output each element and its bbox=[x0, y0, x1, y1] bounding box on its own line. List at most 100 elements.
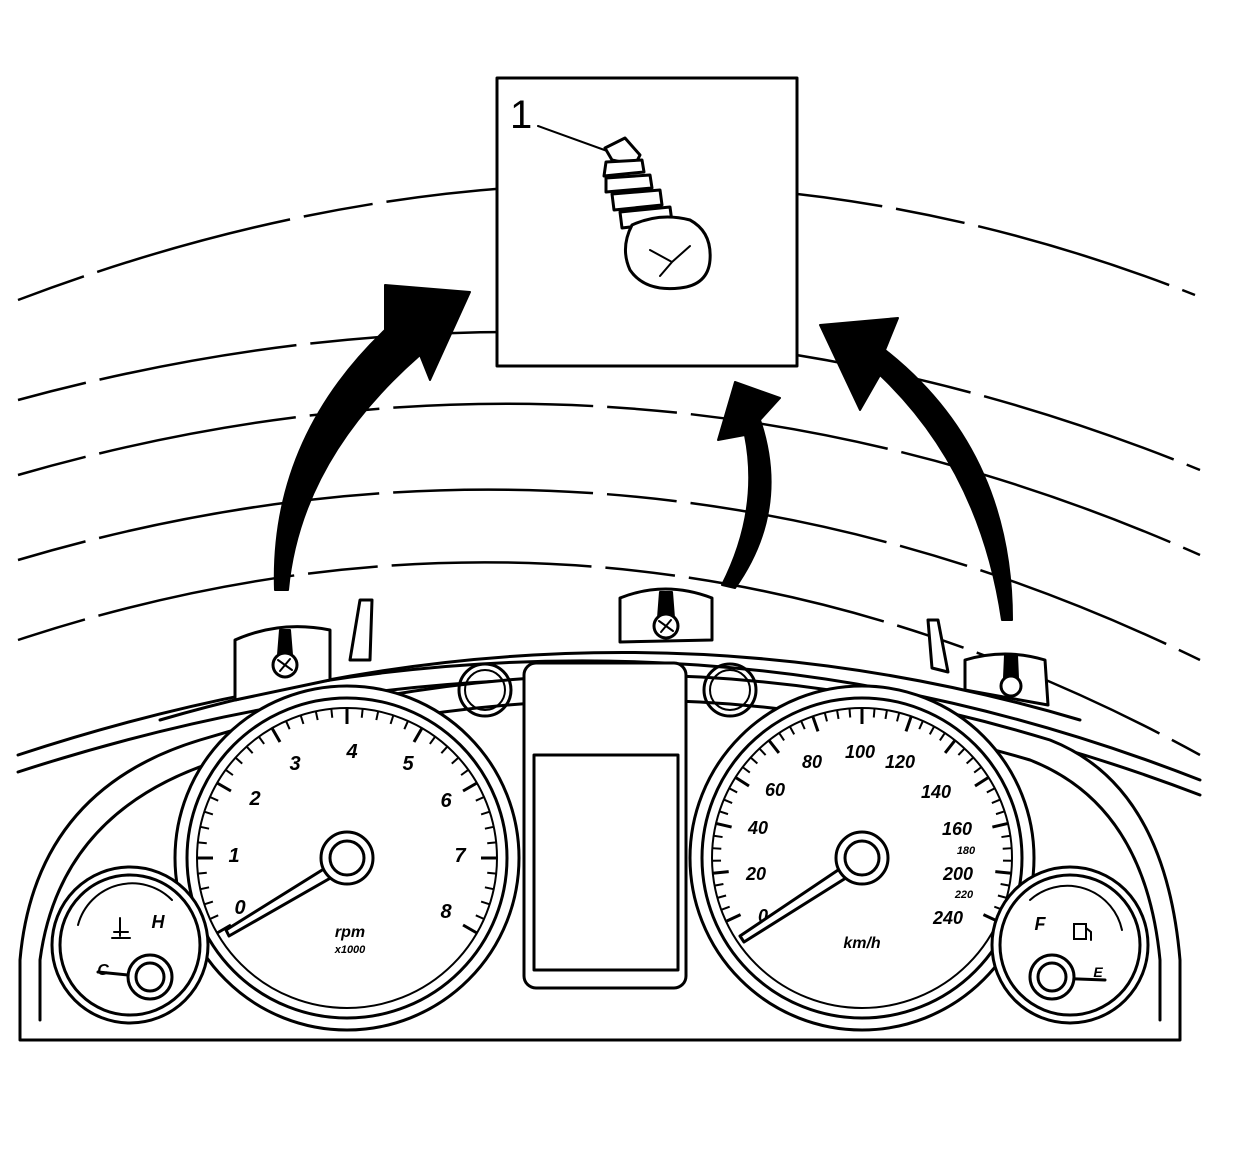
dial-tick bbox=[200, 886, 210, 891]
fuel-empty-label: E bbox=[1093, 964, 1103, 980]
dial-tick bbox=[225, 769, 234, 776]
dial-tick bbox=[462, 923, 478, 935]
tach-needle bbox=[224, 830, 375, 938]
dial-tick bbox=[209, 796, 219, 802]
dial-tick bbox=[270, 727, 282, 743]
dial-tick bbox=[986, 787, 996, 794]
dial-tick bbox=[992, 821, 1009, 829]
dial-tick bbox=[440, 745, 449, 754]
speed-label: 100 bbox=[845, 742, 875, 762]
speed-label: 180 bbox=[957, 845, 976, 857]
dial-tick bbox=[928, 726, 936, 735]
dial-tick bbox=[872, 708, 876, 718]
dial-tick bbox=[216, 923, 232, 935]
dial-tick bbox=[360, 708, 364, 718]
dial-tick bbox=[836, 709, 840, 720]
dial-tick bbox=[715, 821, 732, 829]
dial-tick bbox=[788, 726, 796, 735]
tachometer-labels: 0 1 2 3 4 5 6 7 8 bbox=[228, 741, 466, 923]
dial-tick bbox=[1000, 883, 1010, 887]
dial-tick bbox=[712, 847, 722, 850]
dial-tick bbox=[714, 883, 724, 887]
dial-tick bbox=[995, 870, 1012, 875]
dial-tick bbox=[1001, 834, 1011, 839]
dial-tick bbox=[848, 708, 852, 718]
fuel-gauge: F E bbox=[990, 865, 1150, 1025]
dial-tick bbox=[723, 798, 733, 805]
dial-tick bbox=[234, 756, 243, 765]
dial-tick bbox=[918, 720, 924, 730]
dial-tick bbox=[884, 709, 888, 720]
indicator-lamp-right bbox=[702, 662, 758, 718]
dial-tick bbox=[758, 747, 767, 756]
dial-tick bbox=[330, 708, 334, 718]
dial-tick bbox=[720, 905, 731, 911]
dial-tick bbox=[200, 825, 210, 830]
dial-tick bbox=[742, 766, 751, 774]
dial-tick bbox=[299, 715, 305, 725]
dial-tick bbox=[412, 727, 424, 743]
dial-tick bbox=[957, 747, 966, 756]
dial-tick bbox=[896, 712, 901, 722]
dial-tick bbox=[258, 736, 265, 745]
dial-tick bbox=[197, 841, 207, 845]
speed-label: 120 bbox=[885, 752, 915, 772]
speed-label: 60 bbox=[765, 780, 785, 800]
dial-tick bbox=[475, 914, 485, 920]
dial-tick bbox=[823, 712, 828, 722]
dial-tick bbox=[943, 739, 957, 754]
dial-tick bbox=[719, 810, 729, 816]
speedometer: 0 20 40 60 80 100 120 140 160 180 200 22… bbox=[688, 684, 1036, 1032]
center-display bbox=[522, 661, 688, 990]
speedometer-ticks bbox=[712, 708, 1012, 923]
screw-icon bbox=[602, 136, 712, 291]
tach-label: 5 bbox=[402, 753, 414, 775]
tach-unit: rpm bbox=[335, 924, 365, 941]
screw-icon bbox=[271, 629, 299, 679]
dial-tick bbox=[475, 796, 485, 802]
dial-tick bbox=[403, 720, 409, 730]
dial-tick bbox=[904, 715, 913, 732]
temp-high-label: H bbox=[152, 912, 166, 932]
dial-tick bbox=[811, 715, 820, 732]
dial-tick bbox=[725, 913, 742, 923]
mounting-tab-center bbox=[618, 587, 714, 644]
tach-label: 0 bbox=[234, 897, 245, 919]
speed-label: 80 bbox=[802, 752, 822, 772]
dial-tick bbox=[713, 834, 723, 839]
speed-label: 40 bbox=[747, 818, 768, 838]
dial-tick bbox=[429, 736, 436, 745]
dial-tick bbox=[995, 810, 1005, 816]
dial-tick bbox=[997, 894, 1007, 899]
dial-tick bbox=[216, 781, 232, 793]
dial-tick bbox=[712, 870, 729, 875]
dial-tick bbox=[204, 900, 214, 906]
tach-label: 3 bbox=[289, 753, 300, 775]
dial-tick bbox=[462, 781, 478, 793]
speed-label: 240 bbox=[932, 908, 963, 928]
speed-label: 220 bbox=[954, 889, 974, 901]
fuel-full-label: F bbox=[1035, 914, 1047, 934]
coolant-temp-icon bbox=[111, 917, 131, 939]
arrow-icon bbox=[819, 317, 1013, 621]
dial-tick bbox=[734, 776, 750, 788]
dial-tick bbox=[939, 732, 946, 742]
speed-label: 200 bbox=[942, 864, 973, 884]
dial-tick bbox=[728, 787, 738, 794]
dash-panel-arcs bbox=[17, 182, 1201, 757]
dial-tick bbox=[800, 720, 806, 730]
dial-tick bbox=[204, 810, 214, 816]
dial-tick bbox=[778, 732, 785, 742]
arrow-icon bbox=[273, 284, 471, 591]
dial-tick bbox=[375, 711, 380, 721]
speed-unit: km/h bbox=[843, 935, 881, 952]
tachometer-ticks bbox=[197, 708, 497, 935]
dial-tick bbox=[314, 711, 319, 721]
screw-detail-view: 1 bbox=[495, 76, 799, 368]
dial-tick bbox=[991, 798, 1001, 805]
dial-tick bbox=[973, 766, 982, 774]
dial-tick bbox=[209, 914, 219, 920]
arrow-icon bbox=[717, 381, 781, 589]
callout-number: 1 bbox=[510, 93, 532, 137]
